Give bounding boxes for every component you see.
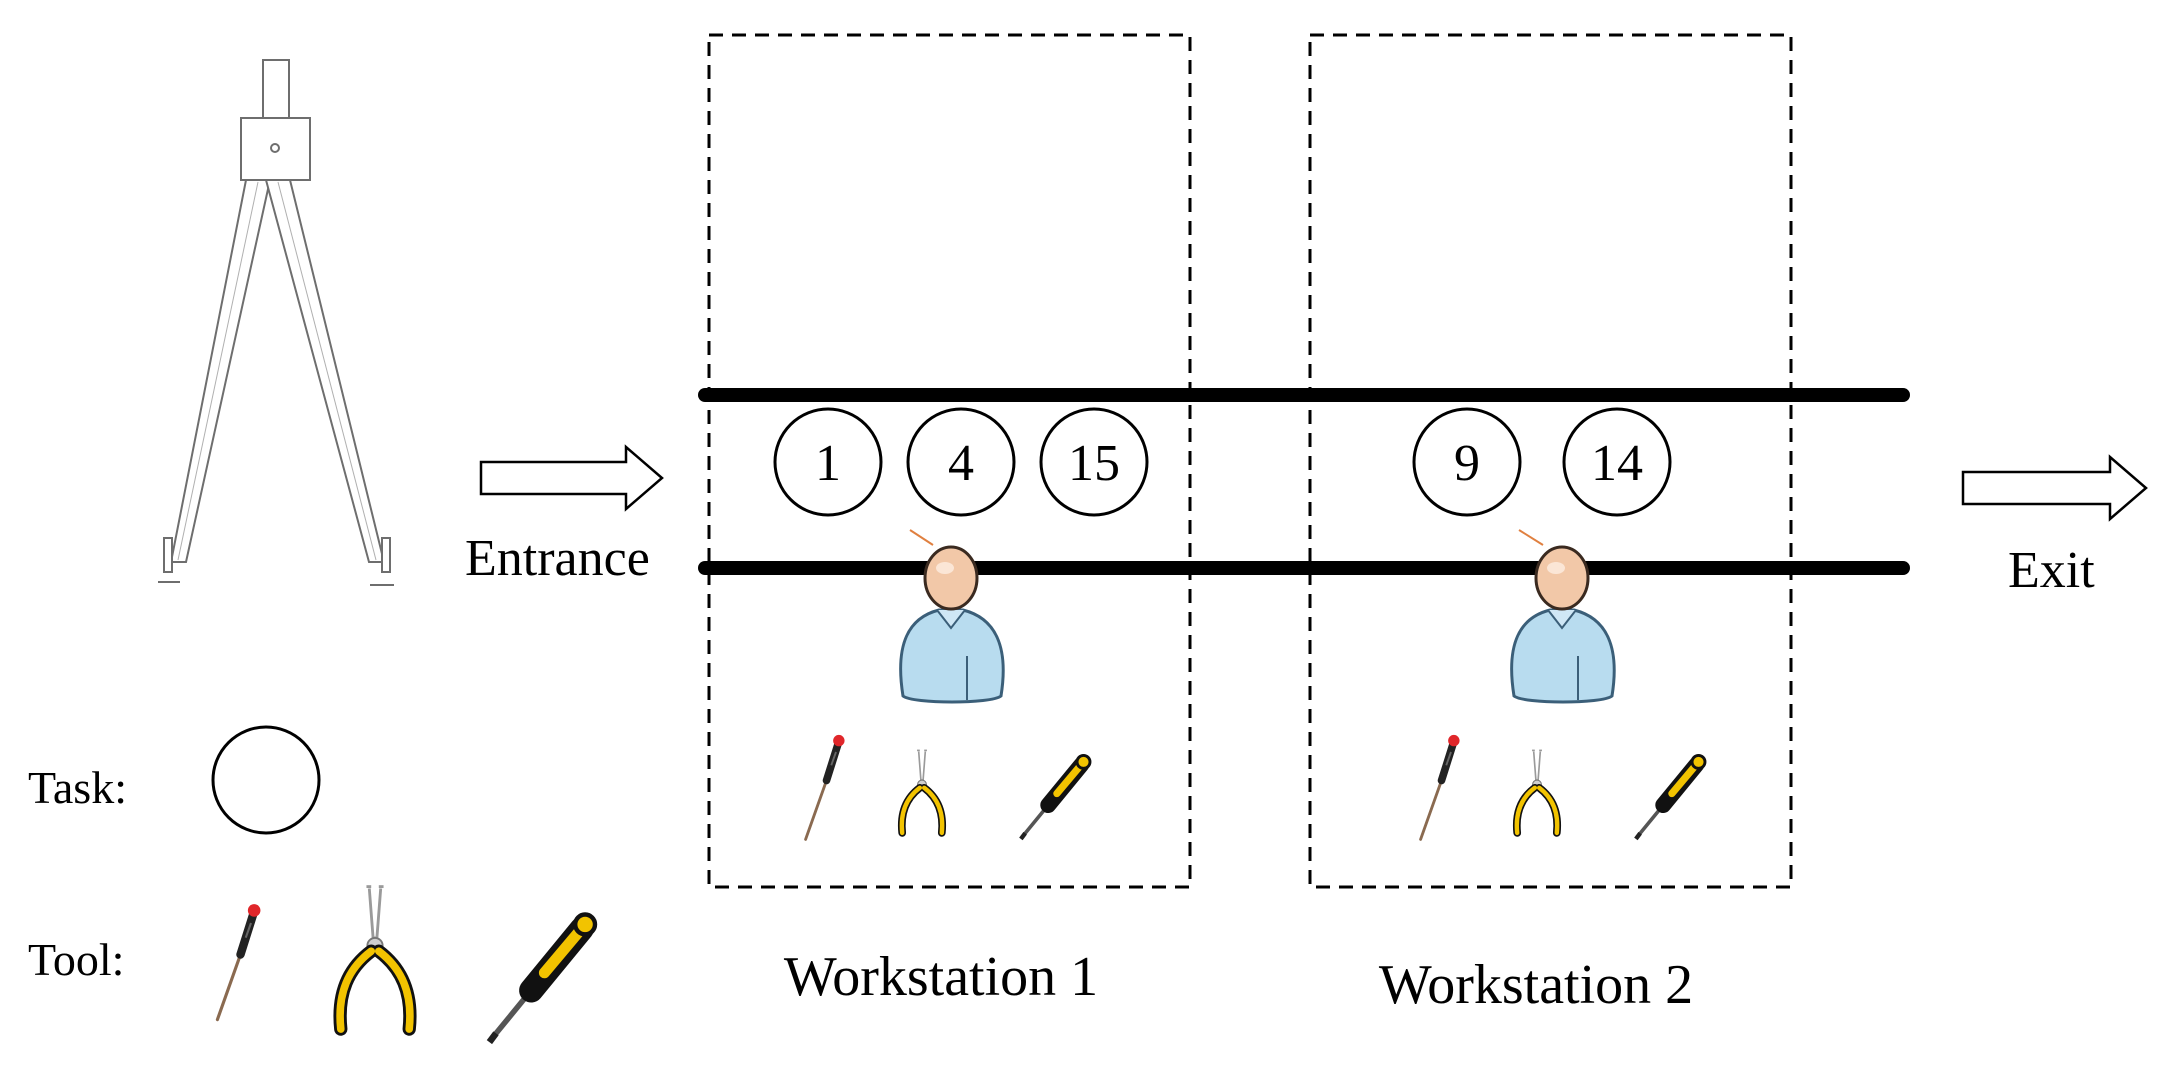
pliers-icon (340, 887, 410, 1030)
entrance-label: Entrance (465, 530, 650, 587)
screwdriver-icon (1021, 755, 1090, 839)
workstation-1-tasks: 1 4 15 (773, 407, 1149, 517)
task-number: 14 (1591, 435, 1643, 492)
task-legend-label: Task: (28, 762, 127, 813)
pliers-icon (902, 750, 942, 833)
drafting-compass-icon (158, 59, 394, 586)
task-number: 15 (1068, 435, 1120, 492)
precision-screwdriver-icon (806, 735, 845, 840)
exit-label: Exit (2008, 542, 2095, 599)
entrance-arrow-icon (479, 444, 664, 512)
workstation-1-box (707, 33, 1192, 889)
task-circle: 1 (773, 407, 883, 517)
task-legend-circle (211, 725, 321, 835)
exit-arrow-icon (1961, 454, 2148, 522)
task-circle: 4 (906, 407, 1016, 517)
task-circle: 14 (1562, 407, 1672, 517)
workstation-2-box (1308, 33, 1793, 889)
task-number: 1 (815, 435, 841, 492)
workstation-1-label: Workstation 1 (784, 946, 1098, 1008)
task-circle: 15 (1039, 407, 1149, 517)
workstation-2-label: Workstation 2 (1379, 954, 1693, 1016)
task-number: 9 (1454, 435, 1480, 492)
precision-screwdriver-icon (217, 904, 260, 1020)
screwdriver-icon (1636, 755, 1705, 839)
pliers-icon (1517, 750, 1557, 833)
screwdriver-icon (489, 915, 595, 1043)
tool-legend-label: Tool: (28, 934, 124, 985)
task-circle: 9 (1412, 407, 1522, 517)
workstation-2-tasks: 9 14 (1412, 407, 1672, 517)
task-number: 4 (948, 435, 974, 492)
precision-screwdriver-icon (1421, 735, 1460, 840)
